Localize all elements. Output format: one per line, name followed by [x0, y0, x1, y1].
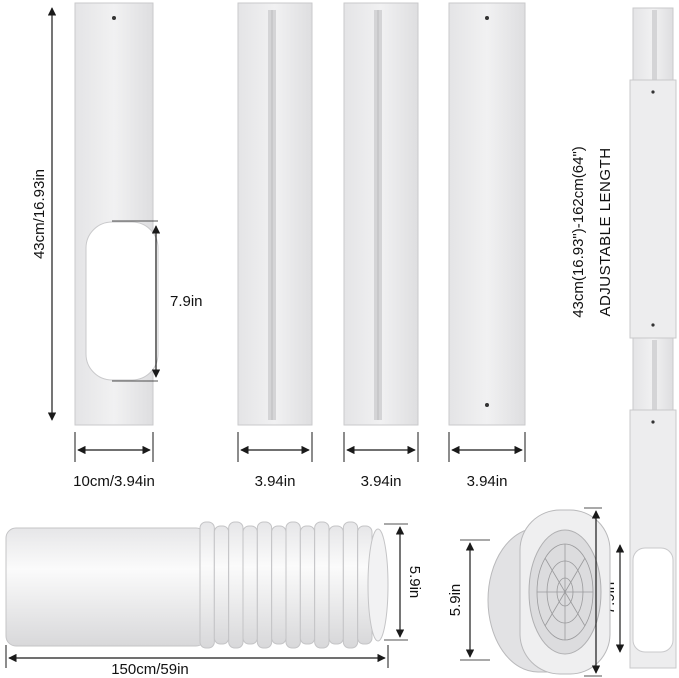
hole-panel-hole-label: 7.9in — [170, 293, 203, 310]
hose-rib — [256, 521, 273, 649]
screw-hole — [112, 16, 116, 20]
panel-b-width-label: 3.94in — [255, 473, 296, 490]
hose-diameter-label: 5.9in — [406, 566, 423, 599]
hose-rib — [271, 525, 287, 645]
hose-rib — [299, 525, 316, 645]
panel-b — [237, 2, 313, 426]
window-adapter — [487, 509, 611, 675]
panel-d — [448, 2, 526, 426]
exhaust-hose — [5, 521, 389, 649]
adapter-diameter-label: 5.9in — [447, 584, 464, 617]
hose-ribbed-section — [199, 521, 373, 649]
panel-c-width-label: 3.94in — [361, 473, 402, 490]
assembled-adjustable-label: ADJUSTABLE LENGTH — [597, 147, 614, 316]
hole-panel — [74, 2, 159, 426]
hose-rib — [199, 521, 215, 649]
screw-hole — [485, 16, 489, 20]
adapter-grille — [536, 543, 594, 641]
hose-end — [367, 528, 389, 642]
assembled-sleeve-upper — [629, 79, 677, 339]
panel-d-width-label: 3.94in — [467, 473, 508, 490]
hole-panel-height-label: 43cm/16.93in — [31, 169, 48, 259]
hose-rib — [213, 525, 230, 645]
hose-rib — [342, 521, 359, 649]
hose-rib — [228, 521, 244, 649]
hose-rib — [242, 525, 258, 645]
screw-hole — [485, 403, 489, 407]
assembled-length-label: 43cm(16.93")-162cm(64") — [570, 146, 587, 318]
hole-panel-width-label: 10cm/3.94in — [73, 473, 155, 490]
oval-hole — [85, 221, 159, 381]
assembled-panel — [629, 7, 677, 669]
assembled-oval-hole — [632, 547, 674, 653]
hose-smooth-section — [5, 527, 207, 647]
hose-rib — [314, 521, 330, 649]
panel-d-body — [448, 2, 526, 426]
panel-c — [343, 2, 419, 426]
hose-rib — [328, 525, 344, 645]
hose-rib — [285, 521, 301, 649]
hose-length-label: 150cm/59in — [111, 661, 189, 678]
